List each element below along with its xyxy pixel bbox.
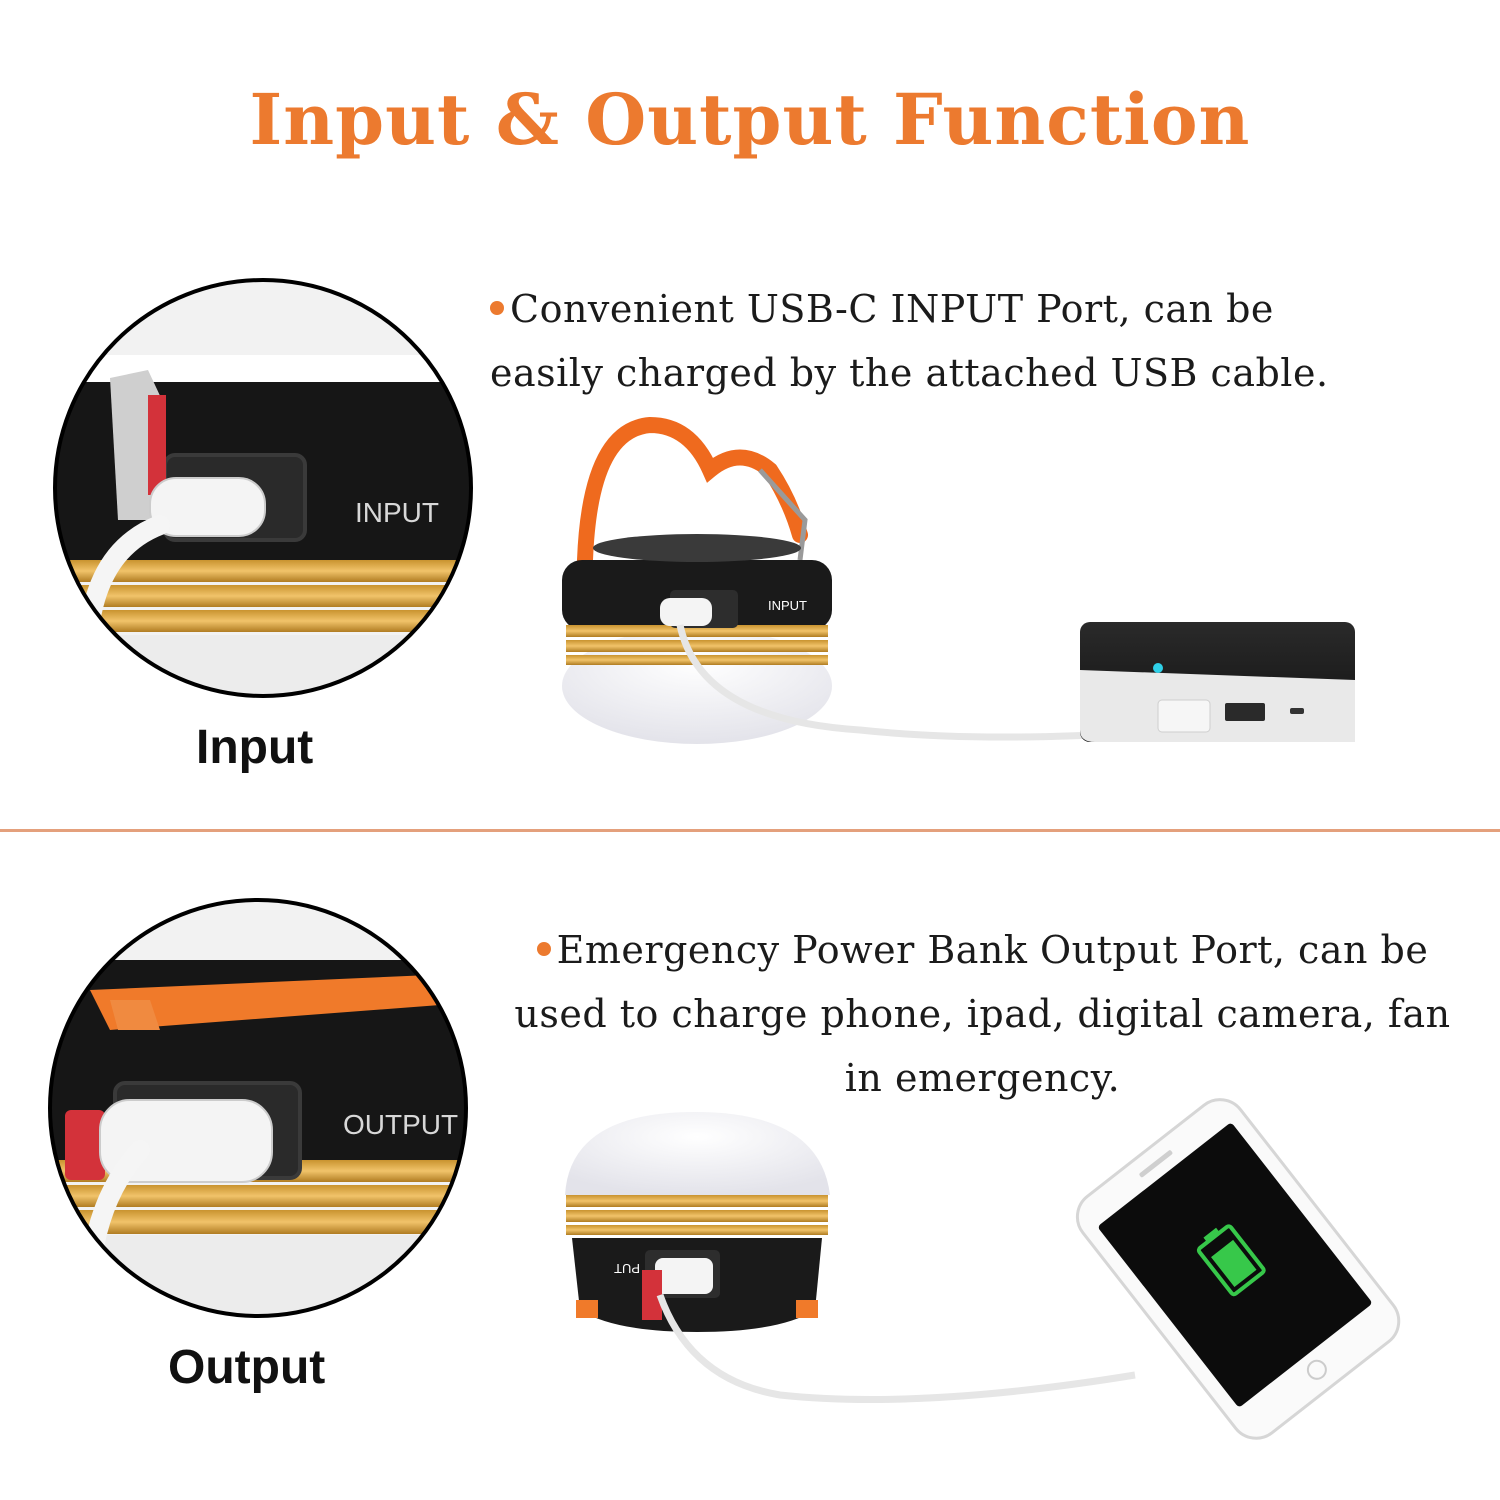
input-port-label: INPUT	[355, 497, 439, 528]
output-description: Emergency Power Bank Output Port, can be…	[514, 928, 1451, 1100]
input-caption: Input	[196, 721, 314, 774]
output-closeup-image: OUTPUT	[48, 898, 468, 1318]
input-product-image: INPUT	[562, 416, 1355, 744]
output-product-image: PUT	[565, 1098, 1401, 1440]
section-divider	[0, 829, 1500, 832]
input-closeup-image: INPUT	[53, 278, 473, 698]
output-caption: Output	[168, 1341, 326, 1394]
output-product-port-label: PUT	[614, 1261, 640, 1276]
smartphone-image	[1075, 1098, 1401, 1440]
bullet-dot-icon	[536, 941, 551, 956]
input-description: Convenient USB-C INPUT Port, can be easi…	[490, 287, 1329, 395]
output-port-label: OUTPUT	[343, 1109, 458, 1140]
input-product-port-label: INPUT	[768, 598, 807, 613]
bullet-dot-icon	[490, 300, 504, 315]
page-title: Input & Output Function	[249, 78, 1251, 161]
